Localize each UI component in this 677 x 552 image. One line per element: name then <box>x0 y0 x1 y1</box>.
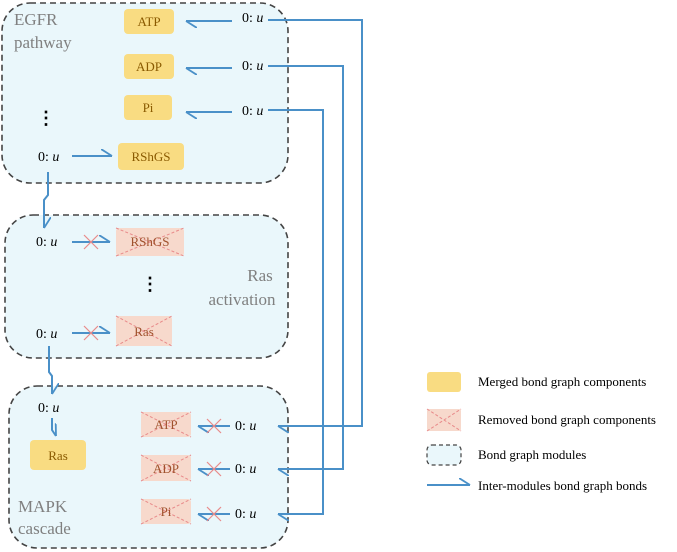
egfr-zero-adp: 0: u <box>242 59 263 74</box>
bond-egfr-adp-to-mapk-adp <box>268 65 344 469</box>
svg-text:RShGS: RShGS <box>131 149 170 164</box>
mapk-pi-component: Pi <box>140 498 192 525</box>
svg-text:Ras: Ras <box>48 448 68 463</box>
egfr-zero-atp: 0: u <box>242 11 263 26</box>
legend-merged: Merged bond graph components <box>427 372 646 392</box>
egfr-label-line2: pathway <box>14 33 72 52</box>
svg-text:Removed bond graph components: Removed bond graph components <box>478 412 656 427</box>
ras-zero-ras: 0: u <box>36 327 57 342</box>
ras-rshgs-component: RShGS <box>115 227 185 257</box>
mapk-zero-pi: 0: u <box>235 507 256 522</box>
svg-text:Pi: Pi <box>143 100 154 115</box>
svg-text:Merged bond graph components: Merged bond graph components <box>478 374 646 389</box>
egfr-label-line1: EGFR <box>14 10 58 29</box>
legend-bonds: Inter-modules bond graph bonds <box>427 478 647 493</box>
ras-bond-rshgs <box>72 234 110 250</box>
ras-ellipsis: ⋮ <box>141 274 159 294</box>
svg-text:ATP: ATP <box>154 417 177 432</box>
mapk-bond-pi <box>198 506 230 522</box>
mapk-label-line1: MAPK <box>18 497 68 516</box>
svg-text:RShGS: RShGS <box>130 234 169 249</box>
bond-egfr-to-ras-rshgs <box>43 172 48 228</box>
egfr-ellipsis: ⋮ <box>37 108 55 128</box>
svg-text:ADP: ADP <box>153 461 179 476</box>
svg-text:Inter-modules bond graph bonds: Inter-modules bond graph bonds <box>478 478 647 493</box>
egfr-adp-component: ADP <box>124 54 174 79</box>
svg-text:ATP: ATP <box>137 14 160 29</box>
legend-removed: Removed bond graph components <box>426 408 656 432</box>
mapk-zero-atp: 0: u <box>235 419 256 434</box>
mapk-bond-ras <box>51 418 56 437</box>
mapk-bond-adp <box>198 461 230 477</box>
ras-ras-component: Ras <box>115 315 173 347</box>
ras-bond-ras <box>72 325 110 341</box>
bond-ras-to-mapk-ras <box>48 346 52 394</box>
svg-text:Ras: Ras <box>134 324 154 339</box>
egfr-atp-component: ATP <box>124 9 174 34</box>
mapk-ras-component: Ras <box>30 440 86 470</box>
egfr-module-box <box>1 2 289 184</box>
egfr-rshgs-component: RShGS <box>118 143 184 170</box>
svg-text:ADP: ADP <box>136 59 162 74</box>
bond-egfr-atp-to-mapk-atp <box>268 19 363 426</box>
ras-module-box <box>4 214 289 359</box>
bond-egfr-pi-to-mapk-pi <box>268 109 324 514</box>
svg-text:Pi: Pi <box>161 504 172 519</box>
ras-zero-rshgs: 0: u <box>36 235 57 250</box>
egfr-zero-rshgs: 0: u <box>38 150 59 165</box>
egfr-zero-pi: 0: u <box>242 104 263 119</box>
ras-label-line2: activation <box>208 290 276 309</box>
mapk-atp-component: ATP <box>140 411 192 438</box>
mapk-label-line2: cascade <box>18 519 71 538</box>
mapk-zero-ras: 0: u <box>38 401 59 416</box>
legend-modules: Bond graph modules <box>426 444 586 466</box>
ras-label-line1: Ras <box>247 266 273 285</box>
svg-text:Bond graph modules: Bond graph modules <box>478 447 586 462</box>
mapk-bond-atp <box>198 418 230 434</box>
legend: Merged bond graph components Removed bon… <box>426 372 656 493</box>
mapk-zero-adp: 0: u <box>235 462 256 477</box>
egfr-pi-component: Pi <box>124 95 172 120</box>
mapk-adp-component: ADP <box>140 454 192 482</box>
